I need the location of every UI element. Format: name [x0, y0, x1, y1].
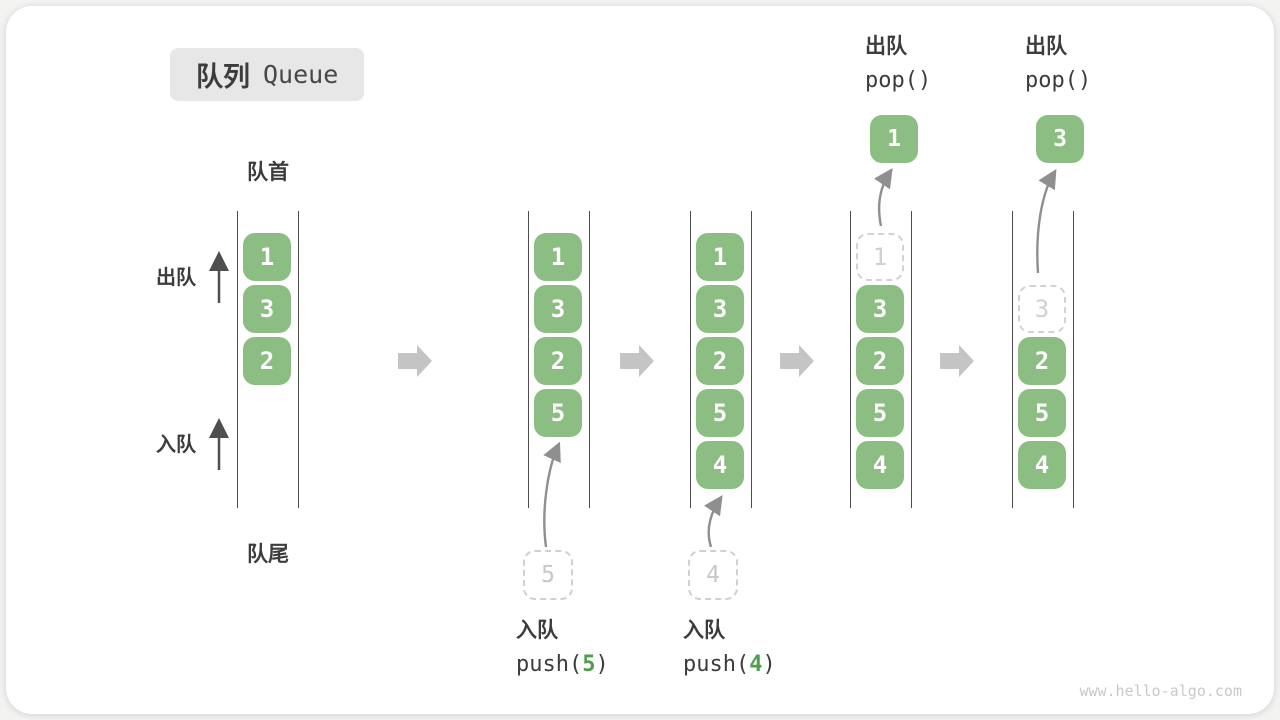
queue-state-1: 1 3 2 — [237, 211, 299, 508]
queue-cell: 5 — [856, 389, 904, 437]
queue-state-4: 1 3 2 5 4 — [850, 211, 912, 508]
queue-cell: 2 — [696, 337, 744, 385]
dequeue-op-label: 出队 pop() — [865, 30, 931, 93]
op-code: pop() — [1025, 68, 1092, 93]
dequeue-label: 出队 — [156, 267, 196, 289]
queue-cell: 5 — [696, 389, 744, 437]
queue-cell: 1 — [696, 233, 744, 281]
queue-cell: 4 — [696, 441, 744, 489]
op-arg: 4 — [749, 652, 763, 677]
op-arg: 5 — [582, 652, 596, 677]
queue-cell: 4 — [1018, 441, 1066, 489]
queue-cell: 1 — [534, 233, 582, 281]
popped-cell: 3 — [1036, 115, 1084, 163]
queue-cell: 4 — [856, 441, 904, 489]
queue-cell: 5 — [534, 389, 582, 437]
queue-rear-label: 队尾 — [247, 543, 289, 566]
dequeue-op-label: 出队 pop() — [1025, 30, 1091, 93]
queue-cell: 3 — [856, 285, 904, 333]
queue-cell: 1 — [243, 233, 291, 281]
op-code: pop() — [865, 68, 932, 93]
popped-cell: 1 — [870, 115, 918, 163]
enqueue-label: 入队 — [156, 434, 196, 456]
enqueue-op-label: 入队 push(4) — [683, 614, 776, 677]
queue-state-3: 1 3 2 5 4 — [690, 211, 752, 508]
removed-ghost-cell: 3 — [1018, 285, 1066, 333]
queue-cell: 2 — [856, 337, 904, 385]
queue-cell: 3 — [696, 285, 744, 333]
op-name-zh: 出队 — [1025, 35, 1067, 58]
op-name-zh: 入队 — [683, 619, 725, 642]
op-code: push(5) — [516, 652, 609, 677]
queue-state-2: 1 3 2 5 — [528, 211, 590, 508]
incoming-ghost-cell: 5 — [523, 550, 573, 600]
queue-cell: 2 — [243, 337, 291, 385]
op-code: push(4) — [683, 652, 776, 677]
removed-ghost-cell: 1 — [856, 233, 904, 281]
title-box: 队列 Queue — [170, 48, 365, 101]
watermark: www.hello-algo.com — [1079, 682, 1242, 700]
enqueue-op-label: 入队 push(5) — [516, 614, 609, 677]
queue-cell: 3 — [534, 285, 582, 333]
queue-cell: 2 — [534, 337, 582, 385]
incoming-ghost-cell: 4 — [688, 550, 738, 600]
op-name-zh: 入队 — [516, 619, 558, 642]
queue-cell: 5 — [1018, 389, 1066, 437]
title-zh: 队列 — [196, 62, 250, 92]
queue-cell: 2 — [1018, 337, 1066, 385]
diagram-card — [6, 6, 1274, 714]
queue-front-label: 队首 — [247, 161, 289, 184]
title-en: Queue — [263, 60, 339, 89]
queue-state-5: 3 2 5 4 — [1012, 211, 1074, 508]
op-name-zh: 出队 — [865, 35, 907, 58]
queue-cell: 3 — [243, 285, 291, 333]
